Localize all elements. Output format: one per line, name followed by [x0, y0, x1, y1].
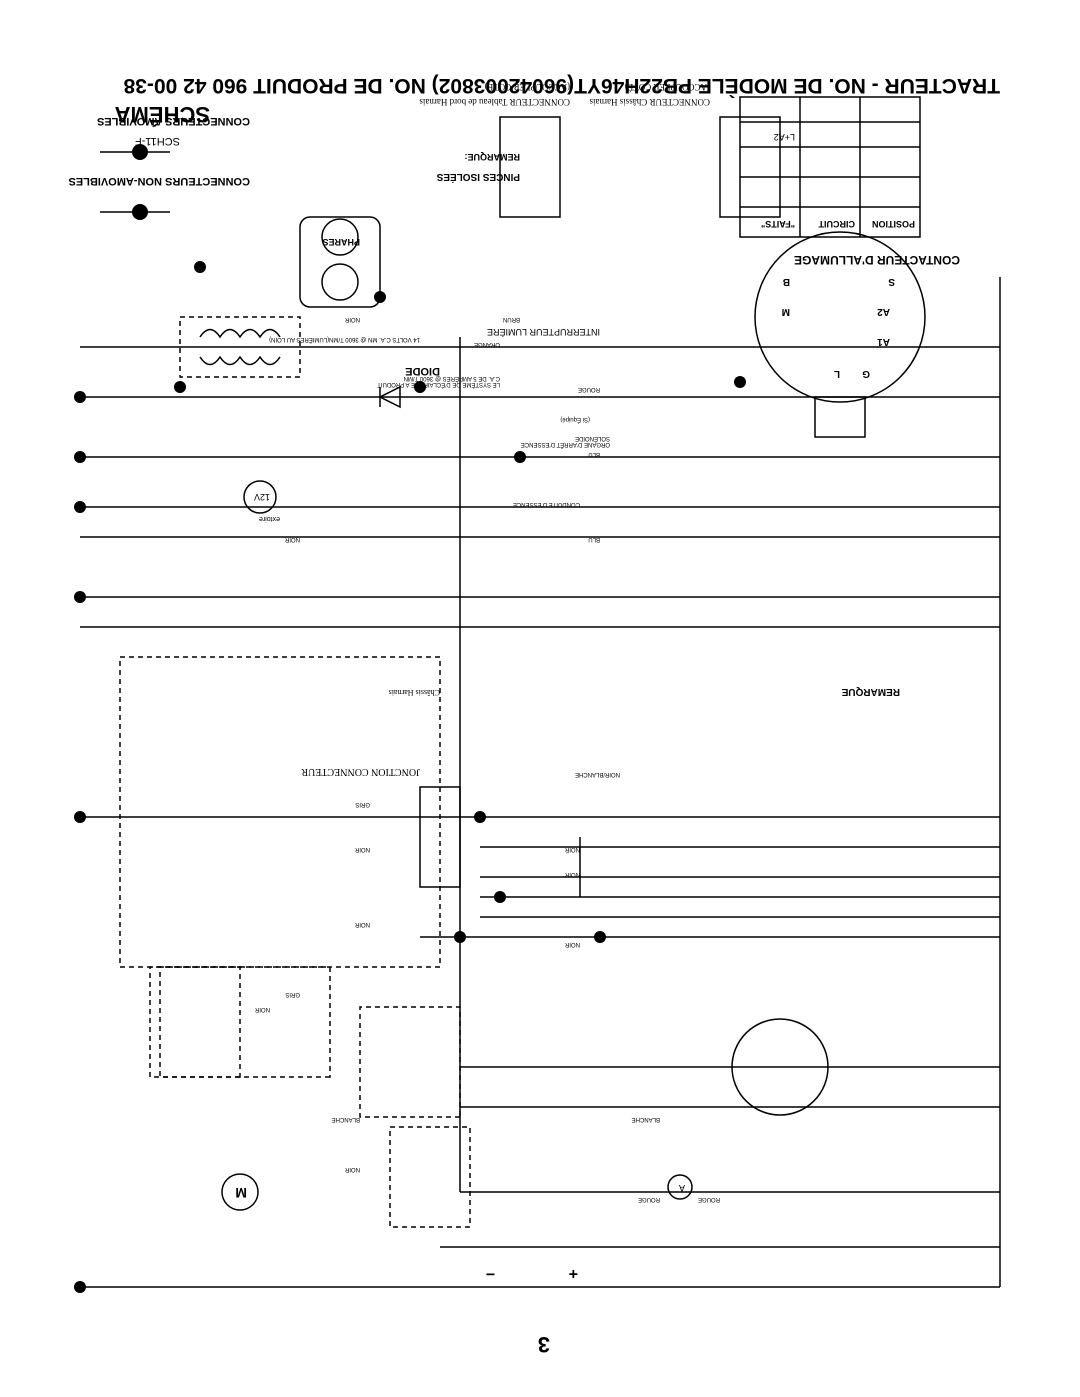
terminal-a1: A1: [877, 336, 890, 347]
ignition-col-circuit: CIRCUIT: [818, 219, 856, 229]
solenoid-equip: (Si Équipé): [560, 416, 590, 422]
wire-noir-blanche: NOIR/BLANCHE: [574, 771, 620, 777]
junction-label: JONCTION CONNECTEUR: [301, 766, 420, 777]
wire-blanche-2: BLANCHE: [631, 1116, 660, 1122]
terminal-l: L: [833, 368, 840, 379]
connector-dash: CONNECTEUR Tableau de bord Harnais: [419, 97, 570, 107]
terminal-s: S: [888, 276, 895, 287]
wire-blanche-1: BLANCHE: [331, 1116, 360, 1122]
wire-blu-2: BLU: [588, 536, 600, 542]
terminal-b: B: [782, 276, 790, 287]
ammeter-label: A: [678, 1183, 685, 1193]
terminal-m: M: [781, 306, 790, 317]
wire-rouge-1: ROUGE: [577, 386, 600, 392]
battery-minus: −: [485, 1265, 495, 1282]
terminal-a2: A2: [877, 306, 890, 317]
legend-removable: CONNECTEURS AMOVIBLES: [97, 115, 250, 127]
amps-note: LE SYSTÈME DE D'ÉCLAIRAGE A PRODUIT C.A.…: [377, 375, 500, 387]
wire-noir-7: NOIR: [565, 941, 580, 947]
ignition-row-faits: L+A2: [773, 132, 795, 142]
lamp-sub-label: extoire: [258, 515, 280, 522]
legend-remark: REMARQUE:: [464, 152, 521, 162]
connector-chassis: CONNECTEUR Châssis Harnais: [589, 97, 711, 107]
junction-sub: Châssis Harnais: [388, 688, 440, 697]
headlights-label: PHARES: [322, 237, 360, 247]
connector-dash-side: (ACCOUPLER COTÉ): [484, 82, 570, 92]
ignition-col-faits: "FAITS": [760, 219, 795, 229]
remarque-heading: REMARQUE: [841, 686, 900, 697]
fuel-line-label: CONDUITE D'ESSENCE: [512, 501, 580, 507]
light-switch-label: INTERRUPTEUR LUMIÈRE: [486, 327, 600, 337]
doc-code: SCH11-F: [134, 135, 180, 147]
battery-plus: +: [568, 1265, 578, 1282]
wire-noir-3: NOIR: [355, 846, 370, 852]
wire-gris-1: GRIS: [355, 801, 370, 807]
ignition-heading: CONTACTEUR D'ALLUMAGE: [794, 253, 960, 267]
wire-brun: BRUN: [502, 316, 520, 322]
motor-label: M: [235, 1185, 247, 1201]
solenoid-label: ORGANE D'ARRÊT D'ESSENCE SOLÉNOIDE: [520, 435, 610, 447]
wire-noir-5: NOIR: [565, 871, 580, 877]
wire-noir-9: NOIR: [345, 1166, 360, 1172]
wire-blu-1: BLU: [588, 451, 600, 457]
volts-note: 14 VOLTS C.A. MN @ 3600 T/MN(LUMIÈRES AU…: [269, 336, 420, 342]
wire-rouge-2: ROUGE: [637, 1196, 660, 1202]
wire-rouge-3: ROUGE: [697, 1196, 720, 1202]
page-number: 3: [537, 1332, 550, 1357]
wire-noir-4: NOIR: [565, 846, 580, 852]
wire-noir-8: NOIR: [255, 1006, 270, 1012]
wire-noir-1: NOIR: [345, 316, 360, 322]
wire-noir-6: NOIR: [355, 921, 370, 927]
wire-orange: ORANGE: [473, 341, 500, 347]
legend-non-removable: CONNECTEURS NON-AMOVIBLES: [68, 175, 250, 187]
ignition-col-position: POSITION: [871, 219, 915, 229]
legend-insulated: PINCES ISOLÉES: [436, 171, 520, 182]
lamp-label: 12V: [253, 492, 270, 502]
connector-chassis-side: (ACCOUPLER COTÉ): [624, 82, 710, 92]
wire-gris-2: GRIS: [285, 991, 300, 997]
wire-noir-2: NOIR: [285, 536, 300, 542]
terminal-g: G: [862, 368, 870, 379]
